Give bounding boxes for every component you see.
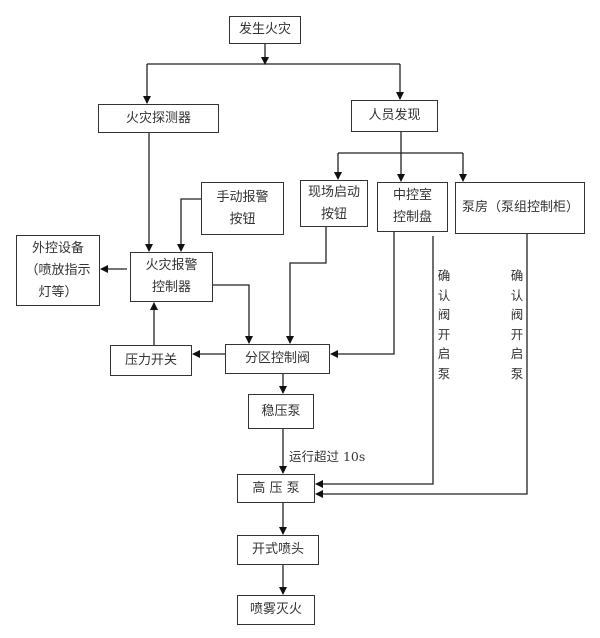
node-open-nozzle-label: 开式喷头 <box>251 542 304 557</box>
node-pressure-switch: 压力开关 <box>110 345 192 376</box>
node-mist-extinguish-label: 喷雾灭火 <box>249 602 302 617</box>
node-open-nozzle: 开式喷头 <box>237 535 319 565</box>
node-mist-extinguish: 喷雾灭火 <box>237 595 315 625</box>
node-pressure-switch-label: 压力开关 <box>124 352 177 368</box>
node-onsite-button: 现场启动按钮 <box>300 180 368 227</box>
node-alarm-controller-label: 火灾报警控制器 <box>145 258 198 295</box>
edge-onsite-valve <box>286 226 327 344</box>
node-zone-valve-label: 分区控制阀 <box>244 351 310 366</box>
node-onsite-button-label: 现场启动按钮 <box>307 184 360 222</box>
node-jockey-pump-label: 稳压泵 <box>261 403 301 419</box>
edge-pumproom-hp <box>315 233 528 498</box>
node-fire: 发生火灾 <box>229 16 301 44</box>
node-jockey-pump: 稳压泵 <box>248 394 314 429</box>
node-zone-valve: 分区控制阀 <box>225 344 330 374</box>
node-detector: 火灾探测器 <box>98 104 219 133</box>
node-manual-alarm: 手动报警按钮 <box>201 182 284 235</box>
edge-manual-controller <box>177 198 201 252</box>
edge-controlroom-hp <box>315 236 434 488</box>
node-control-room: 中控室控制盘 <box>377 182 448 232</box>
node-high-pressure-pump-label: 高 压 泵 <box>252 480 300 496</box>
node-people: 人员发现 <box>351 100 438 132</box>
node-external-devices: 外控设备（喷放指示灯等） <box>16 235 100 306</box>
edge-controlroom-valve <box>330 231 395 358</box>
node-control-room-label: 中控室控制盘 <box>392 188 432 225</box>
edge-label-pumproom-confirm: 确认阀开启泵 <box>510 268 524 381</box>
edge-label-controlroom-confirm: 确认阀开启泵 <box>437 268 451 381</box>
node-pump-room-label: 泵房（泵组控制柜） <box>462 200 580 215</box>
node-alarm-controller: 火灾报警控制器 <box>130 252 213 302</box>
edge-controller-valve <box>212 284 253 344</box>
edge-label-jockey-hp: 运行超过 10s <box>289 449 366 464</box>
node-high-pressure-pump: 高 压 泵 <box>237 474 315 503</box>
node-fire-label: 发生火灾 <box>238 22 291 37</box>
node-people-label: 人员发现 <box>368 108 421 123</box>
node-pump-room: 泵房（泵组控制柜） <box>455 182 585 234</box>
node-detector-label: 火灾探测器 <box>125 110 191 126</box>
node-manual-alarm-label: 手动报警按钮 <box>216 189 269 227</box>
node-external-devices-label: 外控设备（喷放指示灯等） <box>25 240 91 300</box>
